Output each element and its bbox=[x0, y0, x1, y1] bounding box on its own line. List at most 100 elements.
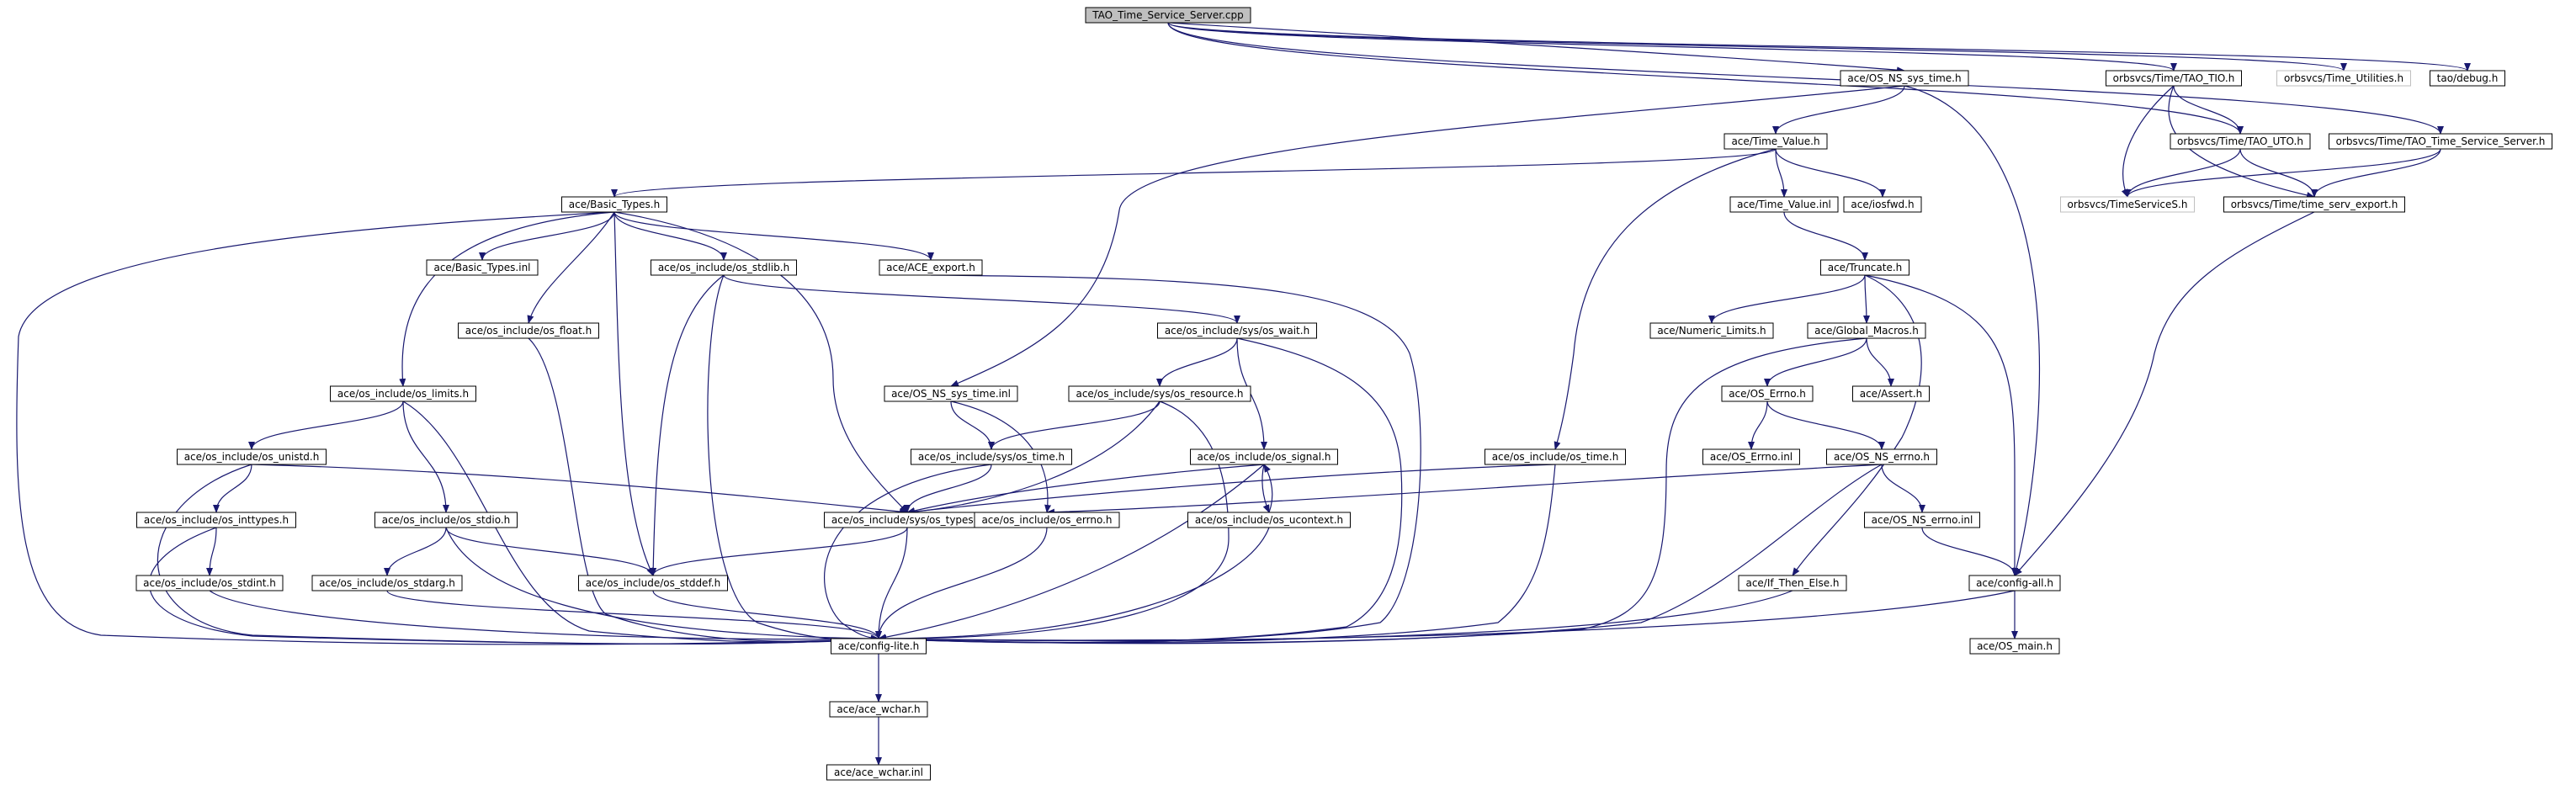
node-global-macros[interactable]: ace/Global_Macros.h bbox=[1807, 322, 1926, 339]
edge-ns_sys_time_h-to-time_value_h bbox=[1772, 85, 1905, 135]
node-config-all[interactable]: ace/config-all.h bbox=[1968, 575, 2061, 591]
edge-sys_resource-to-sys_types bbox=[906, 400, 1161, 516]
edge-global_macros-to-os_errno_h bbox=[1764, 337, 1867, 387]
node-time-value-h[interactable]: ace/Time_Value.h bbox=[1724, 133, 1828, 150]
node-box bbox=[2170, 133, 2311, 150]
node-sys-resource[interactable]: ace/os_include/sys/os_resource.h bbox=[1068, 385, 1251, 402]
node-box bbox=[1085, 7, 1251, 24]
edge-sys_resource-to-sys_time bbox=[988, 400, 1161, 450]
node-inc-os-errno[interactable]: ace/os_include/os_errno.h bbox=[974, 512, 1120, 528]
node-tao-tio[interactable]: orbsvcs/Time/TAO_TIO.h bbox=[2106, 70, 2242, 87]
node-os-stdlib[interactable]: ace/os_include/os_stdlib.h bbox=[651, 259, 797, 276]
node-box bbox=[1702, 448, 1800, 465]
node-box bbox=[1649, 322, 1774, 339]
node-os-ucontext[interactable]: ace/os_include/os_ucontext.h bbox=[1187, 512, 1351, 528]
node-timeservices[interactable]: orbsvcs/TimeServiceS.h bbox=[2060, 196, 2195, 213]
node-os-stdio[interactable]: ace/os_include/os_stdio.h bbox=[374, 512, 518, 528]
node-sys-types[interactable]: ace/os_include/sys/os_types.h bbox=[824, 512, 991, 528]
node-label: ace/config-all.h bbox=[1976, 577, 2053, 589]
edge-global_macros-to-assert_h bbox=[1866, 337, 1894, 387]
node-box bbox=[884, 385, 1018, 402]
edge-sys_time-to-config_lite bbox=[824, 464, 992, 642]
nodes-layer: TAO_Time_Service_Server.cpp ace/OS_NS_sys… bbox=[135, 7, 2552, 781]
node-time-serv-export[interactable]: orbsvcs/Time/time_serv_export.h bbox=[2223, 196, 2405, 213]
edge-tao_uto-to-timeservices bbox=[2124, 148, 2241, 198]
edge-ns_errno_h-to-config_lite bbox=[878, 464, 1883, 644]
edge-time_value_h-to-time_value_inl bbox=[1775, 148, 1787, 198]
node-box bbox=[2276, 70, 2411, 87]
node-sys-wait[interactable]: ace/os_include/sys/os_wait.h bbox=[1157, 322, 1317, 339]
node-box bbox=[1721, 385, 1814, 402]
node-ace-wchar-inl[interactable]: ace/ace_wchar.inl bbox=[826, 764, 931, 781]
node-label: ace/Global_Macros.h bbox=[1814, 325, 1919, 337]
node-ace-export[interactable]: ace/ACE_export.h bbox=[879, 259, 983, 276]
node-label: ace/iosfwd.h bbox=[1851, 199, 1914, 210]
edge-root-to-tao_debug bbox=[1167, 22, 2471, 72]
node-os-unistd[interactable]: ace/os_include/os_unistd.h bbox=[177, 448, 327, 465]
node-label: ace/ace_wchar.h bbox=[837, 703, 920, 715]
node-os-errno-inl[interactable]: ace/OS_Errno.inl bbox=[1702, 448, 1800, 465]
node-os-signal[interactable]: ace/os_include/os_signal.h bbox=[1190, 448, 1338, 465]
node-tao-tss-h[interactable]: orbsvcs/Time/TAO_Time_Service_Server.h bbox=[2329, 133, 2552, 150]
edge-basic_types_h-to-os_limits bbox=[399, 211, 615, 387]
node-os-time[interactable]: ace/os_include/os_time.h bbox=[1485, 448, 1626, 465]
node-label: ace/OS_NS_errno.inl bbox=[1872, 514, 1973, 526]
node-box bbox=[974, 512, 1120, 528]
node-ns-errno-inl[interactable]: ace/OS_NS_errno.inl bbox=[1864, 512, 1980, 528]
node-numeric-limits[interactable]: ace/Numeric_Limits.h bbox=[1649, 322, 1774, 339]
node-os-main[interactable]: ace/OS_main.h bbox=[1969, 638, 2060, 655]
edge-os_stdarg-to-config_lite bbox=[386, 590, 882, 639]
node-os-stdint[interactable]: ace/os_include/os_stdint.h bbox=[135, 575, 284, 591]
edge-config_all-to-config_lite bbox=[878, 590, 2016, 643]
node-os-limits[interactable]: ace/os_include/os_limits.h bbox=[330, 385, 476, 402]
node-os-stddef[interactable]: ace/os_include/os_stddef.h bbox=[578, 575, 728, 591]
node-tao-uto[interactable]: orbsvcs/Time/TAO_UTO.h bbox=[2170, 133, 2311, 150]
node-label: ace/Basic_Types.inl bbox=[433, 262, 530, 273]
edge-ns_sys_time_h-to-ns_sys_time_inl bbox=[950, 85, 1905, 387]
node-if-then-else[interactable]: ace/If_Then_Else.h bbox=[1738, 575, 1847, 591]
node-truncate[interactable]: ace/Truncate.h bbox=[1820, 259, 1909, 276]
node-os-stdarg[interactable]: ace/os_include/os_stdarg.h bbox=[311, 575, 463, 591]
edge-os_signal-to-config_lite bbox=[878, 464, 1265, 641]
node-ns-errno-h[interactable]: ace/OS_NS_errno.h bbox=[1826, 448, 1937, 465]
node-iosfwd[interactable]: ace/iosfwd.h bbox=[1843, 196, 1922, 213]
node-assert-h[interactable]: ace/Assert.h bbox=[1852, 385, 1930, 402]
node-sys-time[interactable]: ace/os_include/sys/os_time.h bbox=[911, 448, 1072, 465]
node-label: ace/os_include/os_float.h bbox=[465, 325, 592, 337]
edge-basic_types_h-to-os_stddef bbox=[613, 211, 654, 576]
node-ns-sys-time-inl[interactable]: ace/OS_NS_sys_time.inl bbox=[884, 385, 1018, 402]
edge-tao_tio-to-tao_uto bbox=[2173, 85, 2244, 135]
edge-os_float-to-config_lite bbox=[528, 337, 879, 643]
node-time-utilities[interactable]: orbsvcs/Time_Utilities.h bbox=[2276, 70, 2411, 87]
node-label: orbsvcs/Time/TAO_TIO.h bbox=[2113, 72, 2235, 84]
edge-time_value_h-to-os_time bbox=[1554, 148, 1777, 450]
node-box bbox=[879, 259, 983, 276]
node-ace-wchar-h[interactable]: ace/ace_wchar.h bbox=[829, 701, 928, 718]
edge-ns_errno_inl-to-config_all bbox=[1921, 527, 2018, 576]
node-box bbox=[136, 512, 296, 528]
node-box bbox=[1864, 512, 1980, 528]
node-label: orbsvcs/Time/TAO_UTO.h bbox=[2177, 135, 2303, 147]
node-time-value-inl[interactable]: ace/Time_Value.inl bbox=[1729, 196, 1839, 213]
node-os-errno-h[interactable]: ace/OS_Errno.h bbox=[1721, 385, 1814, 402]
edge-os_errno_h-to-ns_errno_h bbox=[1766, 400, 1885, 450]
node-label: tao/debug.h bbox=[2437, 72, 2499, 84]
edge-sys_wait-to-sys_resource bbox=[1156, 337, 1238, 387]
node-basic-types-inl[interactable]: ace/Basic_Types.inl bbox=[426, 259, 539, 276]
node-box bbox=[1843, 196, 1922, 213]
node-tao-debug[interactable]: tao/debug.h bbox=[2430, 70, 2505, 87]
node-root[interactable]: TAO_Time_Service_Server.cpp bbox=[1085, 7, 1251, 24]
node-box bbox=[1187, 512, 1351, 528]
node-config-lite[interactable]: ace/config-lite.h bbox=[831, 638, 927, 655]
node-basic-types-h[interactable]: ace/Basic_Types.h bbox=[561, 196, 667, 213]
edge-root-to-tao_tss_h bbox=[1167, 22, 2444, 135]
edge-os_inttypes-to-os_stdint bbox=[206, 527, 217, 576]
node-box bbox=[374, 512, 518, 528]
node-ns-sys-time-h[interactable]: ace/OS_NS_sys_time.h bbox=[1840, 70, 1969, 87]
node-label: ace/OS_Errno.h bbox=[1729, 388, 1806, 400]
node-label: ace/ace_wchar.inl bbox=[834, 766, 923, 778]
edge-truncate-to-if_then_else bbox=[1792, 274, 1922, 576]
node-box bbox=[2430, 70, 2505, 87]
node-os-inttypes[interactable]: ace/os_include/os_inttypes.h bbox=[136, 512, 296, 528]
node-os-float[interactable]: ace/os_include/os_float.h bbox=[458, 322, 599, 339]
